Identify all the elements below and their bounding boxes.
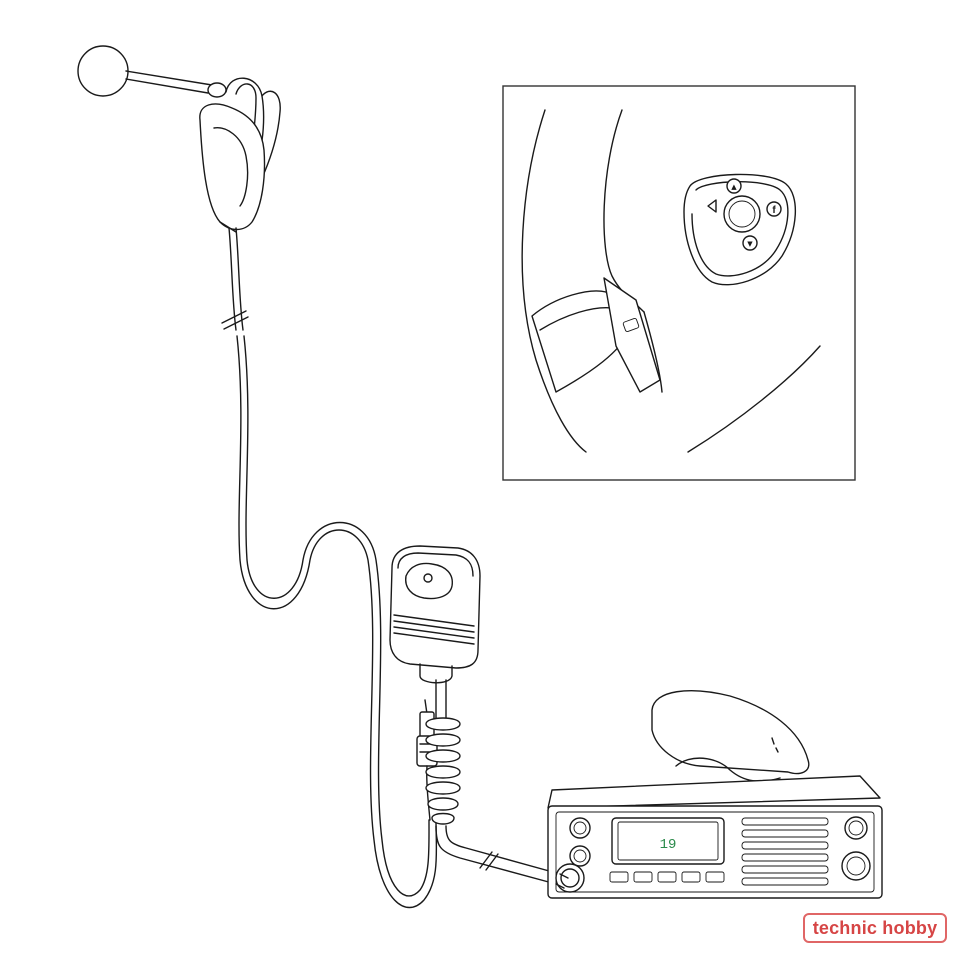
cable-break-mark-bottom <box>479 851 499 871</box>
inset-frame <box>502 85 856 481</box>
radio-front-bezel <box>555 811 875 893</box>
boom-microphone-icon <box>77 45 227 98</box>
speaker-slot <box>741 853 829 862</box>
speaker-slot <box>741 817 829 826</box>
button-down-symbol: ▼ <box>747 240 753 248</box>
headset-cable <box>221 227 438 909</box>
wheel-grip-edge <box>643 311 663 393</box>
coil-loop-5 <box>425 781 461 795</box>
button-function <box>766 201 782 217</box>
button-left-arrow <box>707 199 717 213</box>
cable-loop-outer <box>236 335 438 909</box>
ptt-strap-buckle <box>603 277 661 393</box>
radio-mic-detail <box>771 737 779 753</box>
button-up <box>726 178 742 194</box>
ear-hook-back <box>261 90 281 179</box>
microphone-foam-ball <box>77 45 129 97</box>
radio-display-text: 19 <box>660 837 677 853</box>
coil-loop-3 <box>425 749 461 763</box>
coiled-cord-icon <box>425 679 461 825</box>
ear-clip-housing <box>199 103 266 231</box>
control-box-grille <box>393 614 475 645</box>
steering-wheel-ptt-button-icon: ▲ ▼ f <box>683 173 796 286</box>
coil-loop-2 <box>425 733 461 747</box>
radio-button-3 <box>657 871 677 883</box>
ptt-center-button-ring <box>728 200 756 228</box>
ear-clip-groove <box>213 127 249 207</box>
radio-knob-squelch <box>569 845 591 867</box>
radio-button-1 <box>609 871 629 883</box>
radio-channel-knob-inner <box>846 856 866 876</box>
button-pad-face <box>691 181 789 277</box>
wheel-rim-outer <box>521 109 587 453</box>
radio-speaker-grille <box>741 817 829 886</box>
control-box-top-edge <box>397 552 474 577</box>
cb-radio-icon: 19 <box>547 690 883 899</box>
ptt-strap-icon <box>531 277 661 393</box>
speaker-slot <box>741 841 829 850</box>
inset-detail: ▲ ▼ f <box>502 85 856 481</box>
radio-mic-plug <box>560 868 580 888</box>
control-box-icon <box>389 545 481 684</box>
radio-cable-lower <box>445 825 561 875</box>
button-up-symbol: ▲ <box>731 183 737 191</box>
button-function-label: f <box>772 205 776 216</box>
coil-loop-7 <box>431 812 455 825</box>
speaker-slot <box>741 865 829 874</box>
coil-loop-4 <box>425 765 461 779</box>
cable-break-mark-top <box>221 310 249 330</box>
microphone-boom-arm <box>125 70 213 94</box>
cable-segment-top-left <box>228 227 237 331</box>
ptt-strap-clip <box>622 318 640 332</box>
control-box-led <box>423 573 433 583</box>
radio-knob-right-top <box>844 816 868 840</box>
ptt-strap-top-edge <box>539 307 613 331</box>
speaker-slot <box>741 877 829 886</box>
radio-button-5 <box>705 871 725 883</box>
radio-display <box>611 817 725 865</box>
radio-channel-knob <box>841 851 871 881</box>
radio-cable-upper <box>435 825 557 885</box>
coil-stem <box>435 679 447 721</box>
radio-front-panel <box>547 805 883 899</box>
radio-top-cover <box>547 775 881 809</box>
radio-knob-squelch-inner <box>573 849 587 863</box>
radio-display-glass <box>617 821 719 861</box>
control-box-body <box>389 545 481 669</box>
speaker-slot <box>741 829 829 838</box>
radio-cable <box>435 825 561 885</box>
control-box-neck <box>419 663 453 684</box>
ear-clip-base <box>219 221 237 233</box>
ear-clip-icon <box>199 77 281 233</box>
radio-button-2 <box>633 871 653 883</box>
wheel-spoke-edge <box>687 345 821 453</box>
radio-hand-microphone <box>651 690 810 775</box>
watermark-text: technic hobby <box>812 917 938 938</box>
radio-plug-collar <box>555 873 569 889</box>
radio-knob-volume-inner <box>573 821 587 835</box>
radio-knob-volume <box>569 817 591 839</box>
coil-loop-1 <box>425 717 461 731</box>
control-box-recess <box>405 562 453 600</box>
cable-loop-inner <box>243 335 430 897</box>
boom-pivot <box>207 82 227 98</box>
radio-button-4 <box>681 871 701 883</box>
watermark-badge: technic hobby <box>803 913 947 943</box>
radio-knob-right-top-inner <box>848 820 864 836</box>
button-down <box>742 235 758 251</box>
coil-loop-6 <box>427 797 459 811</box>
